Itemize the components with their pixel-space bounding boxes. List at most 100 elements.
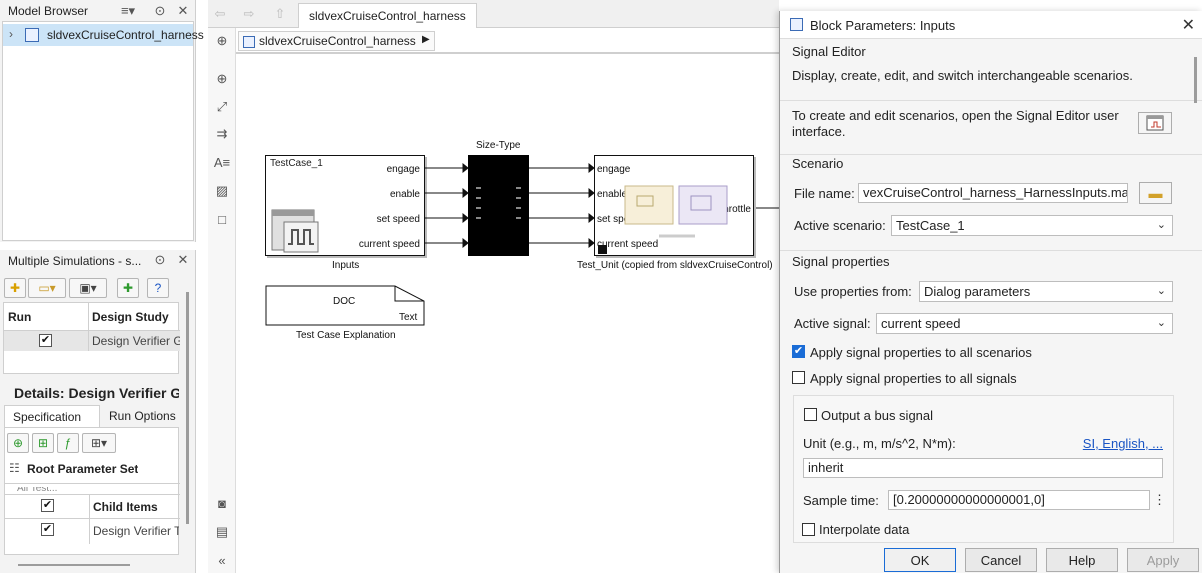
folder-icon: ▬ [1148, 185, 1163, 201]
use-properties-select[interactable]: Dialog parameters ⌄ [919, 281, 1173, 302]
vertical-scrollbar[interactable] [186, 292, 189, 524]
unit-label: Unit (e.g., m, m/s^2, N*m): [803, 436, 956, 451]
child-row-label: Design Verifier T [93, 524, 179, 538]
image-icon[interactable]: ▨ [215, 183, 229, 198]
camera-icon[interactable]: ◙ [218, 495, 226, 511]
doc-caption: Test Case Explanation [296, 330, 396, 341]
interpolate-checkbox[interactable] [802, 523, 815, 536]
vertical-scrollbar[interactable] [1194, 57, 1197, 103]
inputs-port-set-speed: set speed [376, 214, 420, 225]
root-parameter-set[interactable]: Root Parameter Set [27, 462, 139, 476]
breadcrumb-arrow-icon[interactable]: ▶ [422, 34, 430, 45]
tree-item-harness[interactable]: › sldvexCruiseControl_harness [3, 24, 204, 46]
breadcrumb[interactable]: sldvexCruiseControl_harness ▶ [238, 31, 435, 51]
signal-lines [425, 162, 779, 249]
tab-specification[interactable]: Specification [4, 405, 100, 427]
open-editor-text: To create and edit scenarios, open the S… [792, 108, 1119, 139]
child-row-checkbox[interactable]: ✔ [41, 523, 54, 536]
apply-all-signals-checkbox[interactable] [792, 371, 805, 384]
apply-button[interactable]: Apply [1127, 548, 1199, 572]
cancel-button[interactable]: Cancel [965, 548, 1037, 572]
doc-subtitle: Text [399, 312, 418, 323]
run-checkbox[interactable]: ✔ [39, 334, 52, 347]
area-icon[interactable]: □ [218, 211, 226, 227]
annotation-icon[interactable]: A≡ [213, 154, 231, 170]
more-options-icon[interactable]: ⋮ [1153, 492, 1166, 507]
ok-button[interactable]: OK [884, 548, 956, 572]
model-browser-title: Model Browser [8, 4, 89, 18]
child-items-checkbox[interactable]: ✔ [41, 499, 54, 512]
param-set-icon: ☷ [9, 461, 20, 475]
property-inspector-icon[interactable]: ▤ [215, 524, 229, 539]
fit-view-icon[interactable]: ⤢ [216, 99, 228, 114]
unit-link[interactable]: SI, English, ... [1082, 436, 1163, 451]
test-unit-port-throttle: throttle [720, 204, 751, 215]
test-unit-caption: Test_Unit (copied from sldvexCruiseContr… [577, 260, 773, 271]
list-menu-icon[interactable]: ≡▾ [120, 3, 136, 18]
dialog-title: Block Parameters: Inputs [810, 18, 956, 33]
collapse-panel-icon[interactable]: « [218, 552, 226, 568]
zoom-icon[interactable]: ⊕ [216, 71, 228, 86]
model-icon [25, 28, 39, 42]
test-unit-port-set-speed: set speed [597, 214, 641, 225]
active-scenario-label: Active scenario: [794, 218, 886, 233]
file-name-label: File name: [794, 186, 855, 201]
active-scenario-select[interactable]: TestCase_1 ⌄ [891, 215, 1173, 236]
tab-harness[interactable]: sldvexCruiseControl_harness [298, 3, 477, 28]
browse-button[interactable]: ▬ [1139, 182, 1172, 204]
tree-view: › sldvexCruiseControl_harness [2, 21, 204, 241]
apply-all-scenarios-label: Apply signal properties to all scenarios [810, 345, 1032, 360]
expand-chevron-icon[interactable]: › [9, 27, 13, 41]
add-icon[interactable]: ✚ [117, 278, 139, 298]
help-icon[interactable]: ? [147, 278, 169, 298]
add-param-icon[interactable]: ⊕ [7, 433, 29, 453]
arrow-icon[interactable]: ⇉ [216, 126, 228, 141]
back-arrow-icon[interactable]: ⇦ [214, 6, 226, 21]
signal-properties-heading: Signal properties [792, 254, 890, 269]
sample-time-field[interactable]: [0.20000000000000001,0] [888, 490, 1150, 510]
dialog-title-bar: Block Parameters: Inputs ✕ [780, 11, 1202, 39]
file-name-field[interactable]: vexCruiseControl_harness_HarnessInputs.m… [858, 183, 1128, 203]
size-type-block[interactable] [468, 155, 529, 256]
chevron-down-icon: ⌄ [1156, 285, 1166, 297]
hide-show-icon[interactable]: ⊕ [216, 33, 228, 48]
details-title: Details: Design Verifier Ge [14, 385, 179, 401]
test-unit-port-enable: enable [597, 189, 628, 200]
table-row[interactable]: ✔ Design Verifier G [4, 331, 180, 351]
close-icon[interactable]: ✕ [1181, 17, 1195, 34]
active-signal-select[interactable]: current speed ⌄ [876, 313, 1173, 334]
use-properties-value: Dialog parameters [924, 284, 1031, 299]
help-button[interactable]: Help [1046, 548, 1118, 572]
horizontal-scrollbar[interactable] [18, 564, 130, 566]
active-scenario-value: TestCase_1 [896, 218, 965, 233]
add-set-icon[interactable]: ⊞ [32, 433, 54, 453]
options-menu-icon[interactable]: ⊞▾ [82, 433, 116, 453]
inputs-block-header: TestCase_1 [270, 158, 323, 169]
collapse-icon[interactable]: ⊙ [154, 252, 166, 267]
apply-all-signals-label: Apply signal properties to all signals [810, 371, 1017, 386]
tree-item-label: sldvexCruiseControl_harness [47, 28, 204, 42]
section-signal-editor: Signal Editor Display, create, edit, and… [780, 41, 1202, 101]
up-arrow-icon[interactable]: ⇧ [274, 6, 286, 21]
tab-run-options[interactable]: Run Options [109, 409, 176, 423]
signal-editor-description: Display, create, edit, and switch interc… [792, 68, 1133, 83]
add-expression-icon[interactable]: ƒ [57, 433, 79, 453]
chevron-down-icon: ⌄ [1156, 219, 1166, 231]
new-design-study-icon[interactable]: ✚ [4, 278, 26, 298]
inputs-port-current-speed: current speed [358, 239, 420, 250]
doc-block[interactable] [265, 285, 427, 327]
save-icon[interactable]: ▣▾ [69, 278, 107, 298]
collapse-icon[interactable]: ⊙ [154, 3, 166, 18]
open-folder-icon[interactable]: ▭▾ [28, 278, 66, 298]
breadcrumb-bar: sldvexCruiseControl_harness ▶ [236, 28, 779, 54]
inputs-block[interactable]: TestCase_1 engage enable set speed curre… [265, 155, 425, 256]
close-icon[interactable]: ✕ [177, 252, 189, 267]
unit-field[interactable]: inherit [803, 458, 1163, 478]
chevron-down-icon: ⌄ [1156, 317, 1166, 329]
open-signal-editor-button[interactable] [1138, 112, 1172, 134]
output-bus-checkbox[interactable] [804, 408, 817, 421]
apply-all-scenarios-checkbox[interactable]: ✔ [792, 345, 805, 358]
test-unit-block[interactable]: engage enable set speed current speed th… [594, 155, 754, 256]
forward-arrow-icon[interactable]: ⇨ [243, 6, 255, 21]
close-icon[interactable]: ✕ [177, 3, 189, 18]
